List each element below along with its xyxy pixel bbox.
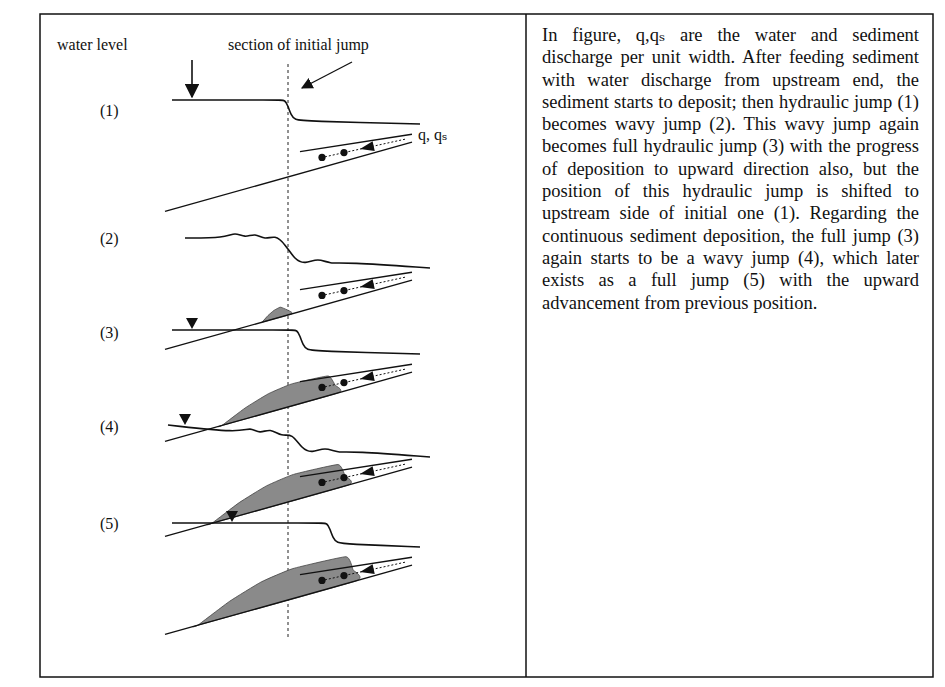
channel-bed xyxy=(165,142,412,211)
feed-arrowhead xyxy=(360,466,375,476)
text-panel: In figure, q,qₛ are the water and sedime… xyxy=(542,24,919,314)
feed-arrow-line xyxy=(322,139,405,157)
sediment-deposit xyxy=(193,557,360,627)
stage-number: (3) xyxy=(100,324,119,342)
water-surface xyxy=(185,234,430,268)
water-level-marker xyxy=(179,414,191,425)
water-level-marker xyxy=(186,318,198,329)
sediment-dot xyxy=(318,384,325,391)
description-text: In figure, q,qₛ are the water and sedime… xyxy=(542,24,919,314)
sediment-dot xyxy=(340,379,347,386)
flow-line xyxy=(300,459,412,476)
figure-frame xyxy=(40,14,933,677)
sediment-dot xyxy=(318,479,325,486)
stage-number: (1) xyxy=(100,102,119,120)
sediment-dot xyxy=(340,572,347,579)
flow-line xyxy=(300,364,412,381)
sediment-dot xyxy=(340,149,347,156)
flow-line xyxy=(300,272,412,289)
stage-number: (5) xyxy=(100,515,119,533)
flow-line xyxy=(300,134,412,151)
callout-label: section of initial jump xyxy=(228,36,369,54)
sediment-dot xyxy=(318,577,325,584)
channel-bed xyxy=(165,372,412,441)
panel-divider xyxy=(525,14,527,677)
water-surface xyxy=(172,330,420,354)
water-surface xyxy=(172,523,420,547)
feed-arrow-line xyxy=(322,464,405,482)
discharge-label: q, qₛ xyxy=(418,126,447,144)
sediment-deposit xyxy=(218,376,341,427)
stage-number: (2) xyxy=(100,230,119,248)
feed-arrowhead xyxy=(360,141,375,151)
sediment-dot xyxy=(340,474,347,481)
feed-arrow-line xyxy=(322,562,405,580)
feed-arrowhead xyxy=(360,564,375,574)
callout-label: water level xyxy=(57,36,128,54)
flow-line xyxy=(300,557,412,574)
sediment-deposit xyxy=(208,465,352,525)
feed-arrowhead xyxy=(360,371,375,381)
sediment-dot xyxy=(340,287,347,294)
water-level-marker xyxy=(226,511,238,522)
channel-bed xyxy=(165,280,412,349)
water-surface xyxy=(172,100,420,124)
pointer-arrow xyxy=(302,62,352,88)
initial-jump-section xyxy=(288,64,289,640)
feed-arrowhead xyxy=(360,279,375,289)
water-surface xyxy=(168,425,430,457)
channel-bed xyxy=(165,565,412,634)
feed-arrow-line xyxy=(322,277,405,295)
pointer-arrow xyxy=(191,60,193,97)
channel-bed xyxy=(165,467,412,536)
stage-number: (4) xyxy=(100,418,119,436)
sediment-dot xyxy=(318,292,325,299)
feed-arrow-line xyxy=(322,369,405,387)
sediment-dot xyxy=(318,154,325,161)
